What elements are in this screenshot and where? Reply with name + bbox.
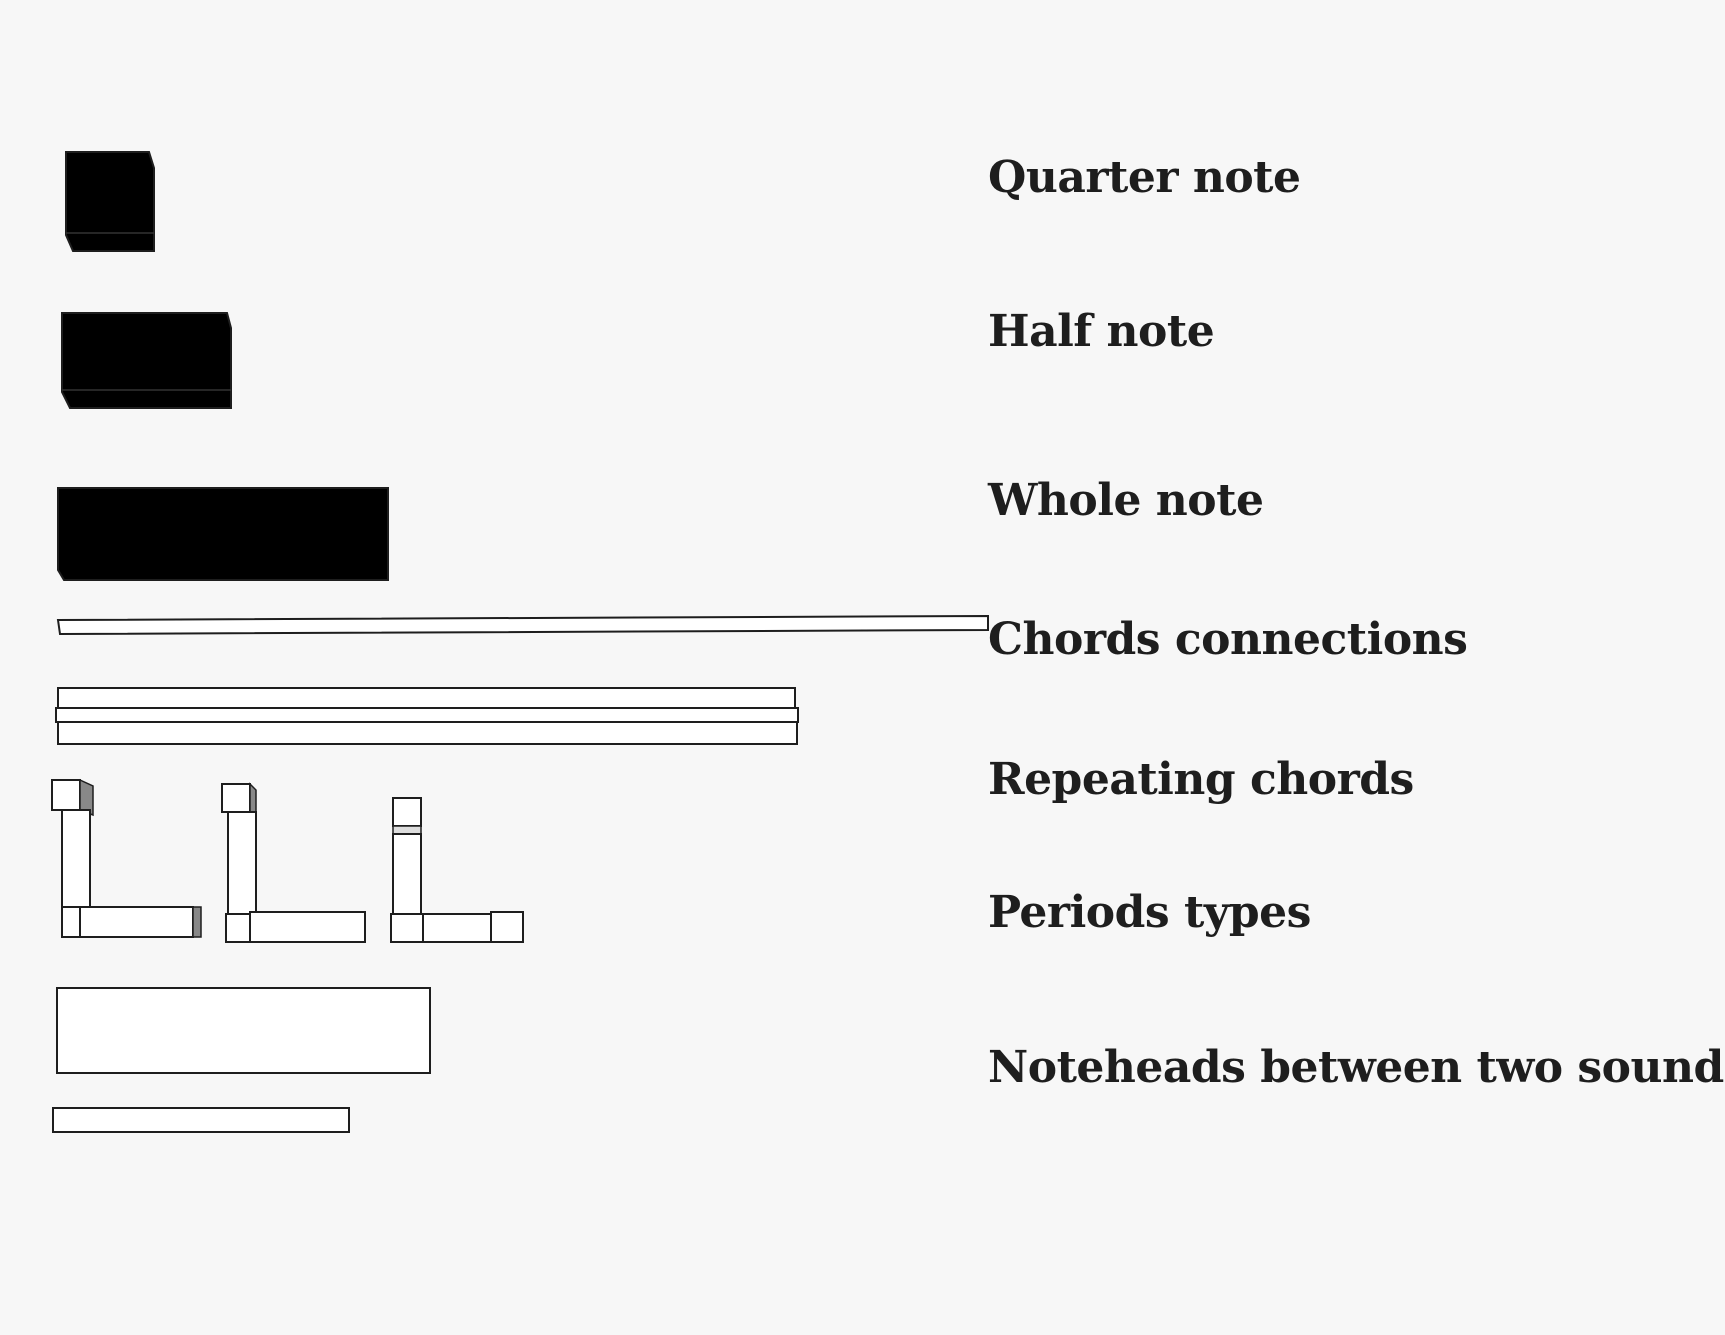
label-half-note: Half note [988,306,1215,357]
period-type-3 [390,797,524,943]
label-repeating-chords: Repeating chords [988,754,1414,805]
label-whole-note: Whole note [988,475,1264,526]
quarter-note-block [65,151,155,252]
chords-connection-bar [56,614,989,636]
period-type-2 [221,782,366,943]
period-type-1 [51,778,202,938]
label-noteheads-between-two-sounds: Noteheads between two sounds [988,1042,1725,1093]
noteheads-between-two-sounds [52,987,431,1133]
whole-note-block [57,487,389,581]
label-periods-types: Periods types [988,887,1311,938]
half-note-block [61,312,232,409]
label-quarter-note: Quarter note [988,152,1301,203]
label-chords-connections: Chords connections [988,614,1468,665]
repeating-chords-bars [55,687,799,745]
